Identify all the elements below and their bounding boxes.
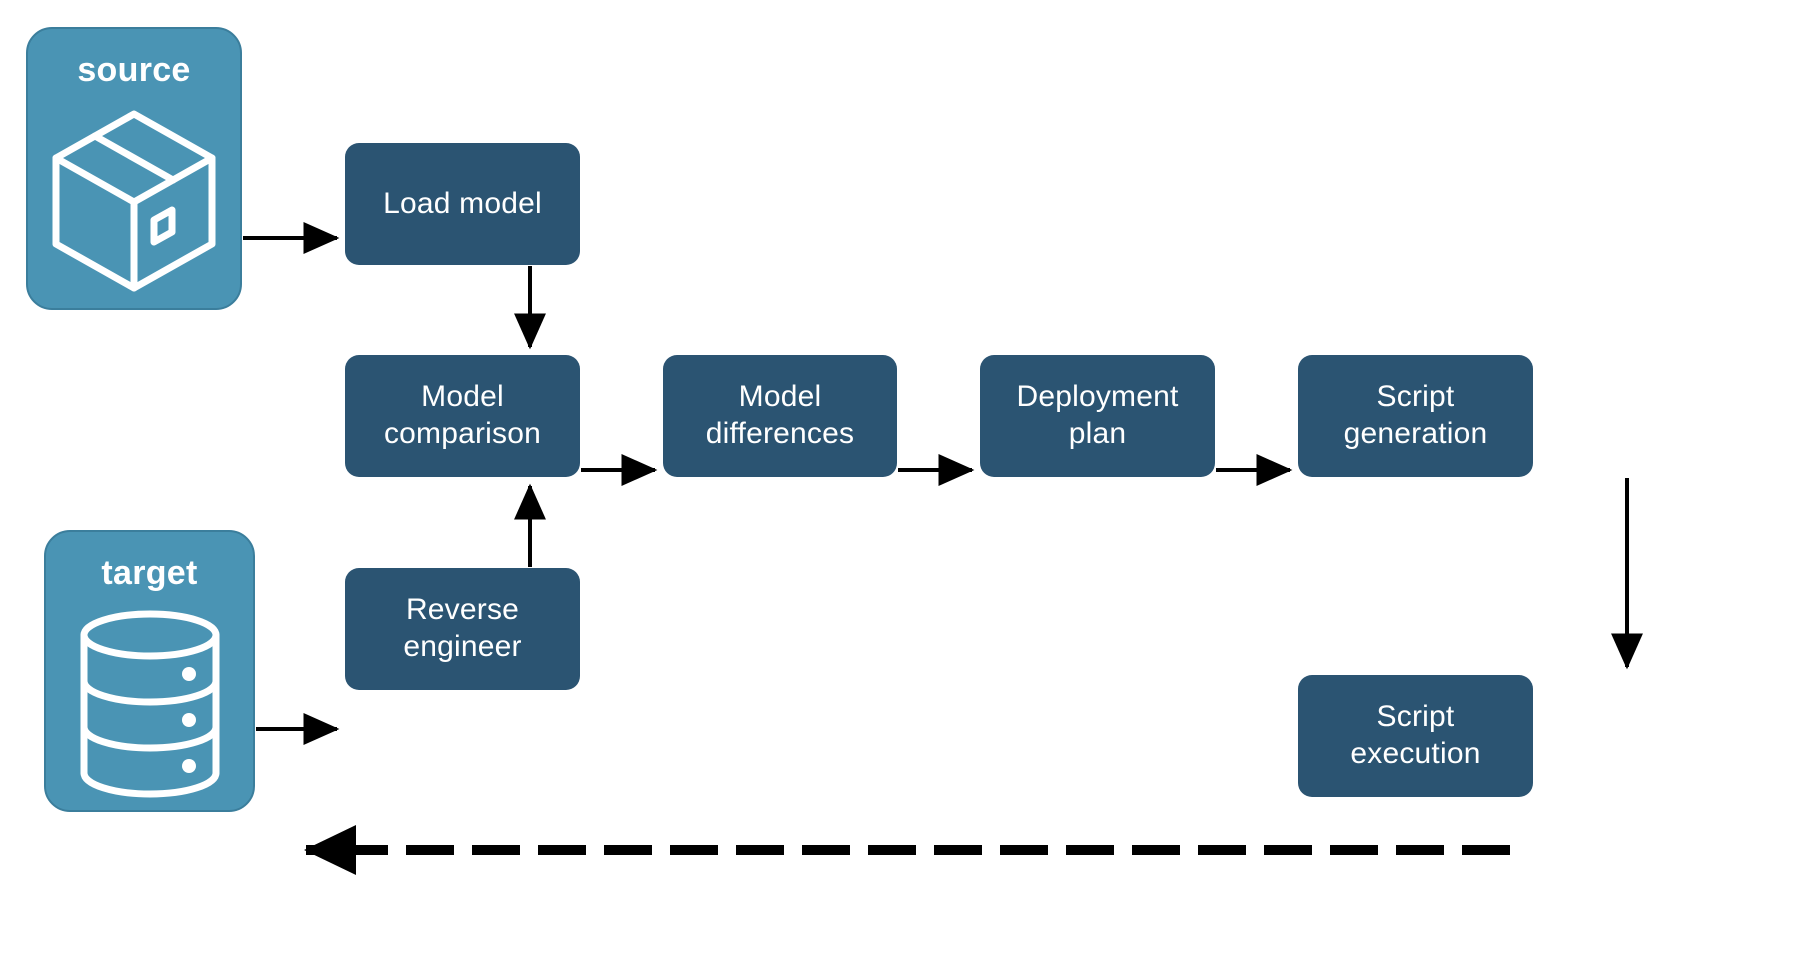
endpoint-target-label: target bbox=[101, 554, 198, 592]
process-script-execution[interactable]: Script execution bbox=[1298, 675, 1533, 797]
process-deployment-plan-label: Deployment plan bbox=[1016, 380, 1179, 450]
process-deployment-plan[interactable]: Deployment plan bbox=[980, 355, 1215, 477]
package-box-icon bbox=[28, 94, 240, 308]
process-load-model-label: Load model bbox=[383, 186, 542, 220]
process-model-differences[interactable]: Model differences bbox=[663, 355, 897, 477]
process-reverse-engineer[interactable]: Reverse engineer bbox=[345, 568, 580, 690]
process-load-model[interactable]: Load model bbox=[345, 143, 580, 265]
process-script-generation-label: Script generation bbox=[1343, 380, 1488, 450]
process-model-comparison-label: Model comparison bbox=[383, 380, 542, 450]
process-script-generation[interactable]: Script generation bbox=[1298, 355, 1533, 477]
process-reverse-engineer-label: Reverse engineer bbox=[403, 593, 522, 663]
process-script-execution-label: Script execution bbox=[1350, 700, 1481, 770]
process-model-comparison[interactable]: Model comparison bbox=[345, 355, 580, 477]
endpoint-source[interactable]: source bbox=[26, 27, 242, 310]
database-cylinder-icon bbox=[46, 597, 253, 810]
endpoint-target[interactable]: target bbox=[44, 530, 255, 812]
process-model-differences-label: Model differences bbox=[705, 380, 855, 450]
endpoint-source-label: source bbox=[77, 51, 191, 89]
